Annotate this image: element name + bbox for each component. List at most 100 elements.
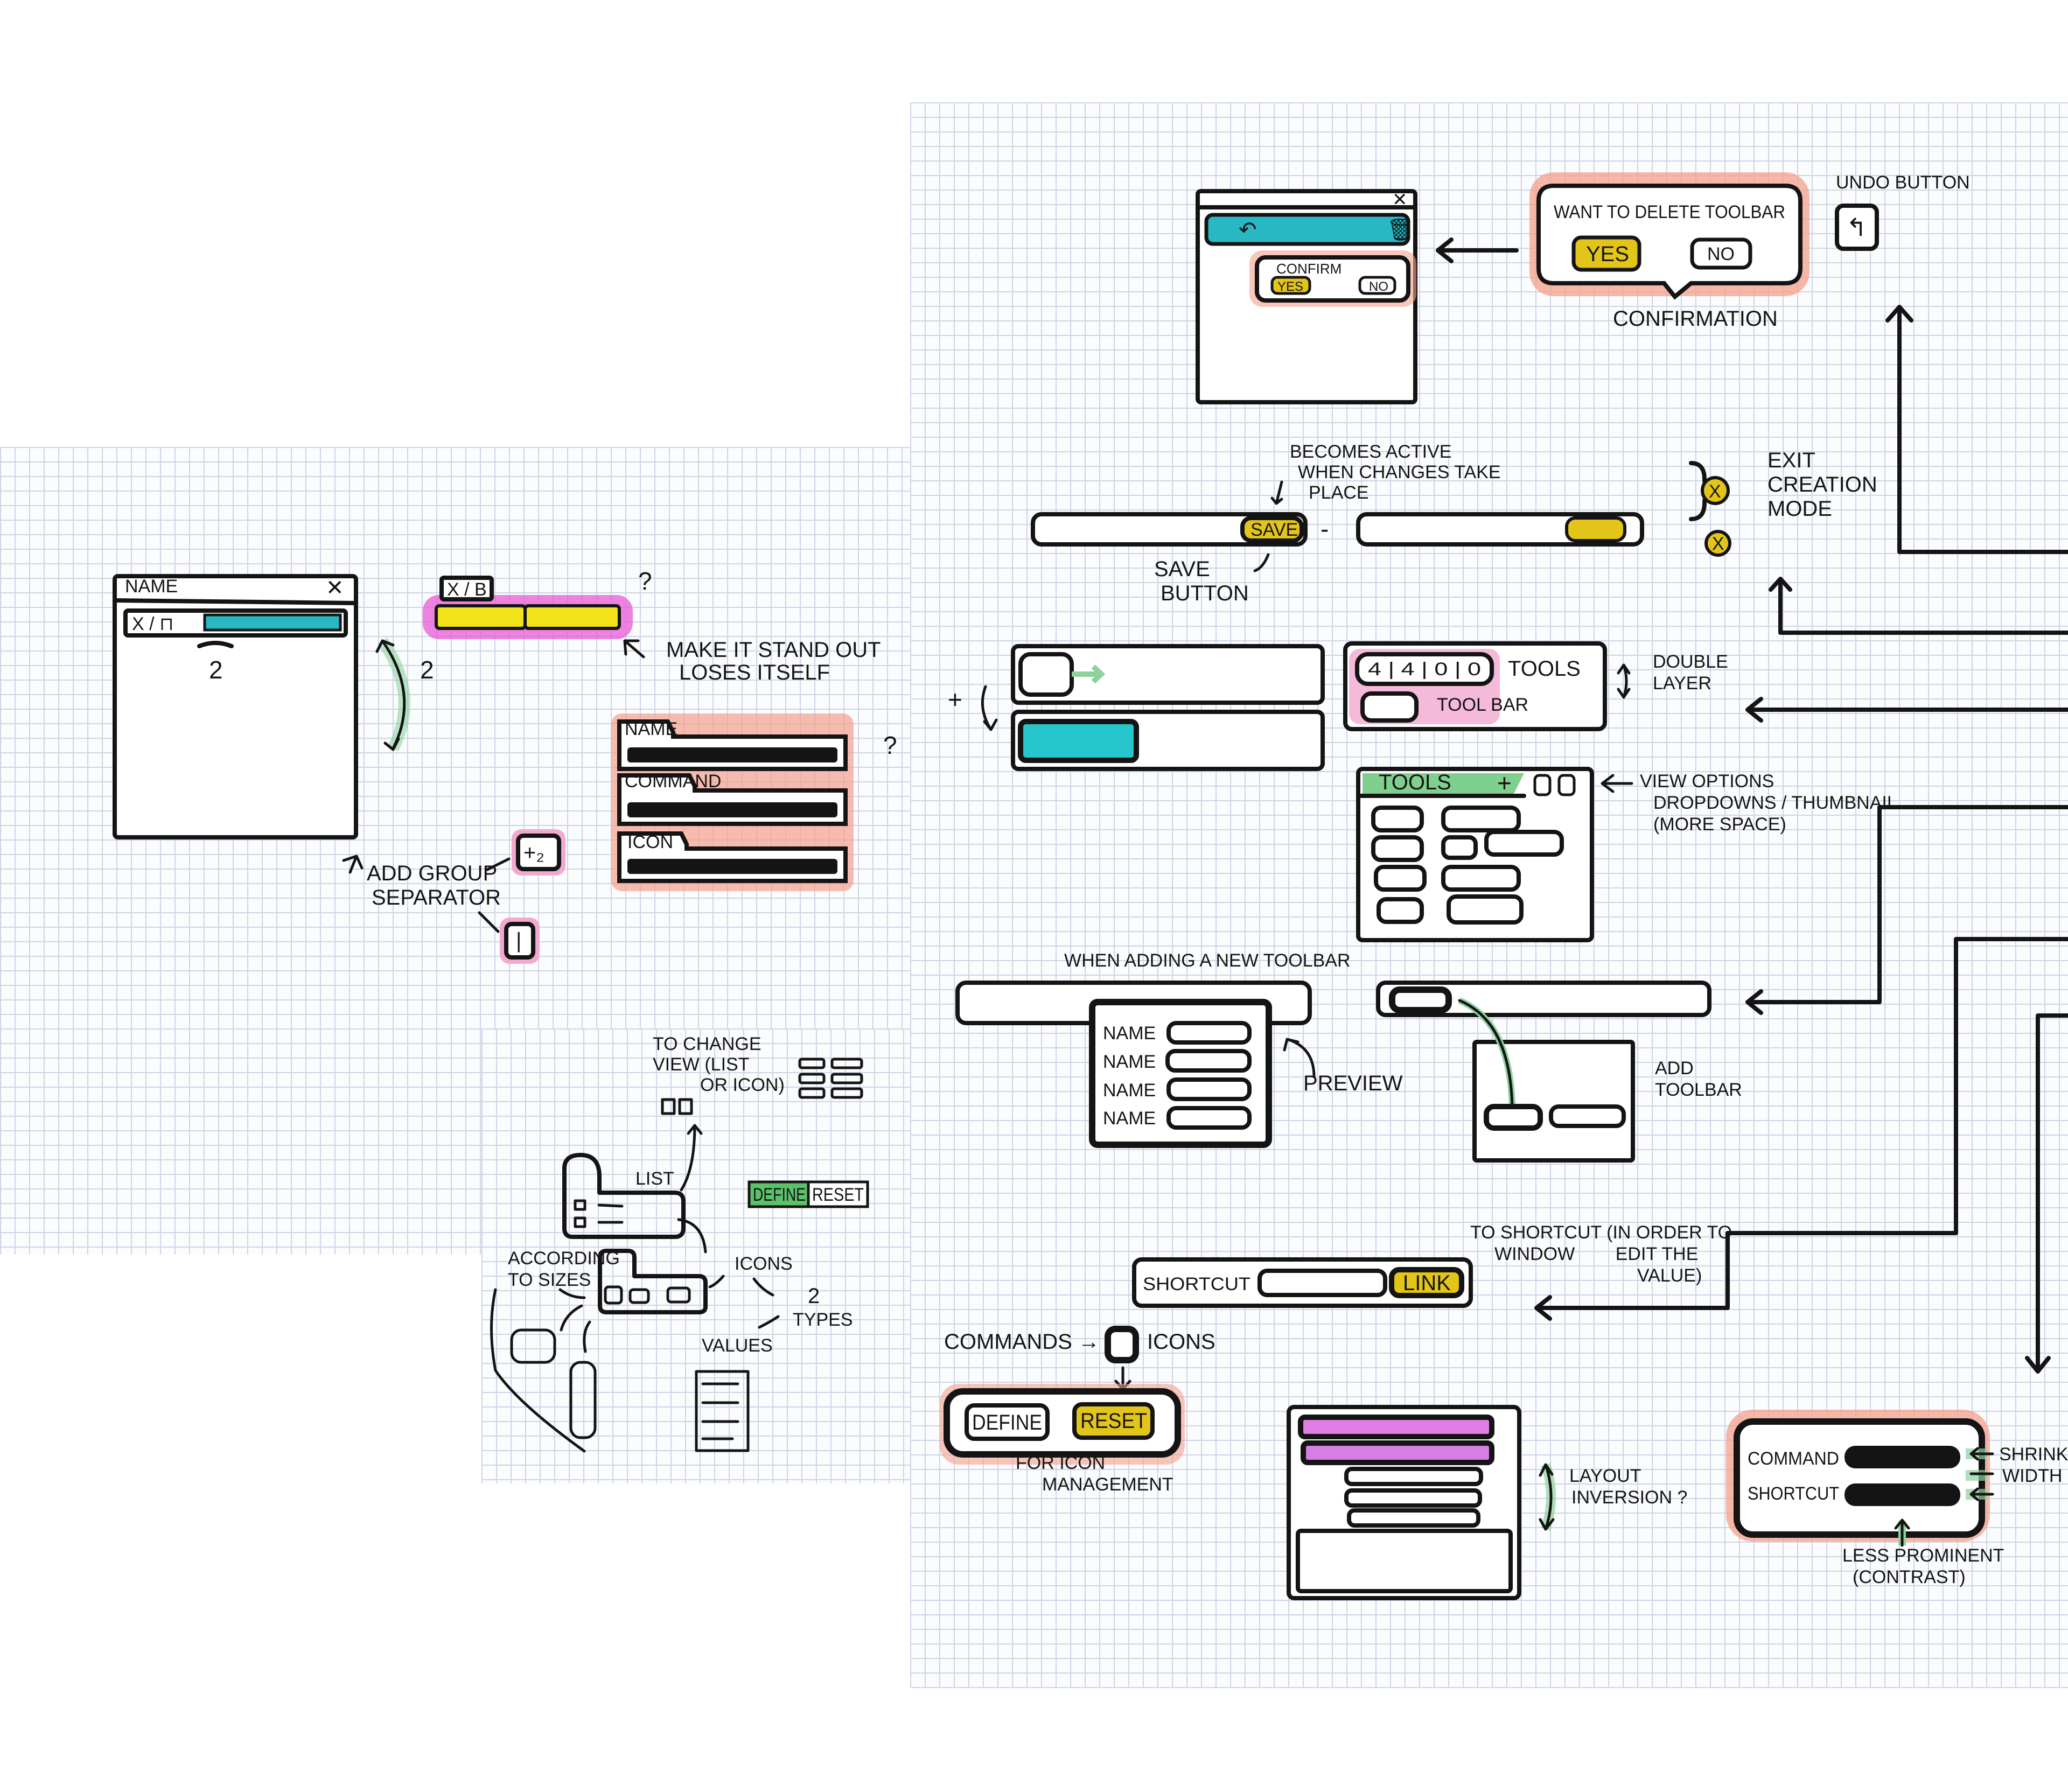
toolbar-icons: X / ⊓ [132,614,174,634]
add-group-label: +₂ [523,841,544,865]
icon-mgmt-note: FOR ICON [1016,1453,1105,1473]
define-button[interactable] [965,1403,1050,1441]
field-label: COMMAND [625,771,721,792]
shrink-note: SHRINK [1999,1444,2068,1465]
add-toolbar: ADD TOOLBAR [1376,981,1742,1163]
layout-note: LAYOUT [1569,1466,1641,1486]
link-button[interactable] [1389,1267,1464,1298]
undo-note: UNDO BUTTON [1836,172,1970,193]
list-label: LIST [635,1168,674,1189]
question-mark: ? [883,731,897,759]
exit-icon[interactable] [1704,530,1731,557]
shortcut-row: SHORTCUT LINK TO SHORTCUT (IN ORDER TO W… [1132,1222,1732,1308]
add-group-button[interactable] [516,834,561,871]
save-caption-2: BUTTON [1161,582,1249,605]
field-icon: ICON [617,831,848,883]
reset-button[interactable] [1072,1402,1155,1440]
tools-label: TOOLS [1508,657,1581,681]
layout-panel: LAYOUT INVERSION ? [1287,1405,1687,1600]
trash-icon[interactable]: 🗑 [1387,218,1414,242]
shortcut-field[interactable] [1845,1483,1960,1506]
dialog-title: WANT TO DELETE TOOLBAR [1554,202,1785,222]
shortcut-label: SHORTCUT [1748,1483,1839,1504]
name-label: NAME [1103,1080,1156,1101]
no-label: NO [1707,244,1735,264]
mini-no-button[interactable] [1358,276,1396,295]
flow-arrow [1534,937,2068,1321]
inactive-save-button[interactable] [1565,516,1626,542]
stand-out-note-2: LOSES ITSELF [679,661,830,684]
icons-shape: ICONS 2 TYPES ACCORDING TO SIZES VALUES [490,1218,853,1453]
undo-button[interactable] [1835,204,1879,251]
yes-button[interactable] [1571,235,1641,272]
delete-window: ✕ ↶ 🗑 CONFIRM YES NO [1196,189,1417,404]
double-layer-note: DOUBLE [1653,652,1728,672]
name-input[interactable] [1165,1049,1252,1073]
field-command: COMMAND [617,771,848,826]
name-input[interactable] [1166,1021,1252,1045]
shortcut-label: SHORTCUT [1143,1274,1250,1294]
list-view-icon[interactable] [1533,774,1552,796]
command-field[interactable] [1845,1446,1960,1468]
confirmation-caption: CONFIRMATION [1613,307,1778,331]
preview-note: PREVIEW [1303,1072,1403,1095]
name-label: NAME [1103,1023,1156,1044]
command-label: COMMAND [1748,1448,1839,1469]
field-name: NAME [617,719,848,771]
types-note-2: TYPES [793,1310,853,1330]
field-label: NAME [625,719,677,739]
name-label: NAME [1103,1108,1156,1129]
tool-counter: 4 | 4 | 0 | 0 [1368,659,1481,680]
close-icon[interactable]: ✕ [326,576,344,600]
grid-paper-lower-left [481,1028,910,1483]
toolbar-cyan-bar [203,613,342,632]
no-button[interactable] [1690,237,1752,270]
view-options-note-2: DROPDOWNS / THUMBNAIL [1653,793,1897,813]
close-icon[interactable]: ✕ [1392,190,1408,210]
toolbar-cyan [1204,213,1410,246]
shortcut-note-2: WINDOW EDIT THE [1494,1244,1698,1264]
exit-icon[interactable] [1701,476,1730,505]
separator-note-2: SEPARATOR [372,886,501,909]
exit-x: X [1712,534,1724,554]
save-note-3: PLACE [1309,482,1369,503]
add-separator-button[interactable] [504,922,535,960]
commands-label: COMMANDS → [944,1330,1100,1354]
undo-icon[interactable]: ↶ [1239,218,1257,242]
shortcut-note-3: VALUE) [1637,1265,1702,1286]
shrink-note-2: WIDTH [2002,1466,2062,1486]
shortcut-note: TO SHORTCUT (IN ORDER TO [1470,1222,1732,1243]
field-tabs: NAME COMMAND ICON ? [611,713,897,891]
save-button[interactable] [1240,516,1304,543]
view-options-note: VIEW OPTIONS [1640,771,1774,792]
question-mark: ? [638,567,652,595]
stand-out-note: MAKE IT STAND OUT [666,638,881,662]
separator-note: ADD GROUP [367,862,497,885]
add-tool-button[interactable]: + [1497,769,1512,797]
flow-arrow [1745,697,2068,723]
delete-dialog: WANT TO DELETE TOOLBAR YES NO CONFIRMATI… [1529,172,1810,331]
tools-box: 4 | 4 | 0 | 0 TOOLS TOOL BAR DOUBLE LAYE… [1343,641,1728,731]
save-label: SAVE [1250,520,1298,540]
field-label: ICON [627,832,673,852]
mini-yes-button[interactable] [1270,276,1311,295]
types-note: 2 [808,1284,820,1308]
flow-arrow [1745,805,2068,1015]
define-label: DEFINE [753,1185,806,1205]
name-input[interactable] [1166,1077,1252,1101]
height-note: 2 [209,656,223,684]
view-note: TO CHANGE [653,1034,761,1054]
save-toolbars: BECOMES ACTIVE WHEN CHANGES TAKE PLACE S… [1031,442,1877,605]
name-input[interactable] [1166,1106,1252,1130]
icons-label: ICONS [735,1254,793,1274]
shortcut-input[interactable] [1257,1269,1387,1297]
add-toolbar-rows: + [948,644,1325,771]
reset-tab[interactable] [807,1180,869,1208]
link-label: LINK [1403,1271,1451,1295]
thumbnail-view-icon[interactable] [1557,774,1576,796]
less-prominent-note-2: (CONTRAST) [1853,1567,1966,1587]
plus-icon[interactable]: + [948,685,962,713]
exit-note-2: CREATION [1767,473,1877,496]
mini-yes-label: YES [1277,279,1303,294]
